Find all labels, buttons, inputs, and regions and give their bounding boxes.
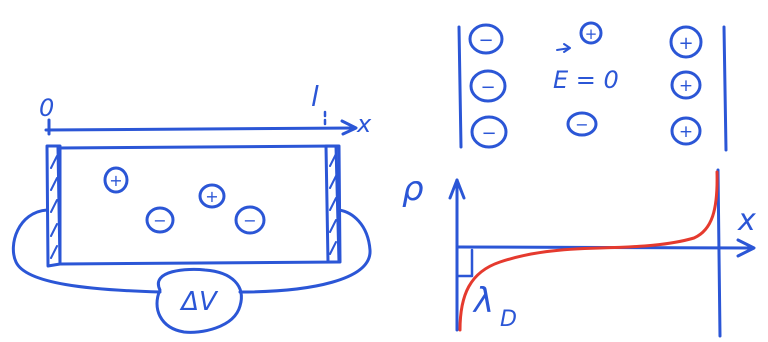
ion-positive: + (670, 70, 702, 100)
svg-text:+: + (585, 25, 598, 43)
svg-text:−: − (153, 211, 166, 230)
ion-negative: − (469, 69, 507, 103)
svg-text:+: + (679, 122, 693, 142)
svg-text:−: − (480, 77, 495, 98)
origin-label: 0 (39, 94, 54, 122)
debye-length-marker (456, 248, 474, 278)
ion-positive: + (670, 116, 702, 146)
field-label: E = 0 (553, 66, 619, 94)
charge-density-plot: ρ x λ D (402, 168, 756, 338)
ion-positive: + (669, 25, 703, 59)
electrolyte-cell: x 0 l + + − − (11, 80, 372, 334)
right-electrode (324, 144, 342, 264)
cell-box (56, 144, 341, 266)
circuit-wire (11, 208, 372, 294)
right-electrode-hatch (329, 153, 337, 255)
end-label: l (311, 80, 319, 113)
position-axis (44, 126, 356, 132)
right-boundary (716, 168, 722, 338)
ion-negative: − (468, 23, 504, 55)
debye-length-subscript: D (500, 307, 517, 332)
charge-density-curve (458, 170, 719, 332)
left-electrode (45, 144, 62, 268)
y-axis-label: ρ (402, 169, 424, 209)
axis-arrow-head (340, 119, 358, 136)
ion-positive: + (198, 183, 226, 209)
ion-positive: + (103, 166, 129, 194)
left-electrode-hatch (50, 155, 58, 259)
debye-length-symbol: λ (472, 281, 494, 321)
left-wall (457, 25, 463, 149)
axis-label-x: x (356, 110, 372, 138)
svg-text:+: + (109, 171, 122, 190)
x-axis-label: x (737, 203, 756, 238)
ion-negative: − (470, 115, 508, 149)
x-axis-arrow-head (736, 238, 756, 258)
ion-negative: − (234, 205, 266, 235)
svg-text:+: + (678, 33, 693, 54)
voltage-source (155, 267, 243, 334)
y-axis-arrow-head (448, 178, 466, 200)
ion-negative: − (145, 206, 175, 234)
svg-text:−: − (243, 211, 256, 230)
ion-distribution: − − − + − E = 0 + + (457, 21, 728, 152)
svg-text:+: + (679, 76, 693, 96)
right-wall (722, 25, 728, 152)
svg-text:−: − (478, 30, 493, 51)
ion-positive: + (579, 21, 603, 45)
voltage-source-label: ΔV (179, 287, 219, 317)
ion-negative: − (566, 111, 598, 137)
svg-text:+: + (205, 187, 218, 206)
field-vector-arrow (556, 43, 571, 53)
svg-text:−: − (481, 123, 496, 144)
svg-text:−: − (575, 115, 588, 134)
